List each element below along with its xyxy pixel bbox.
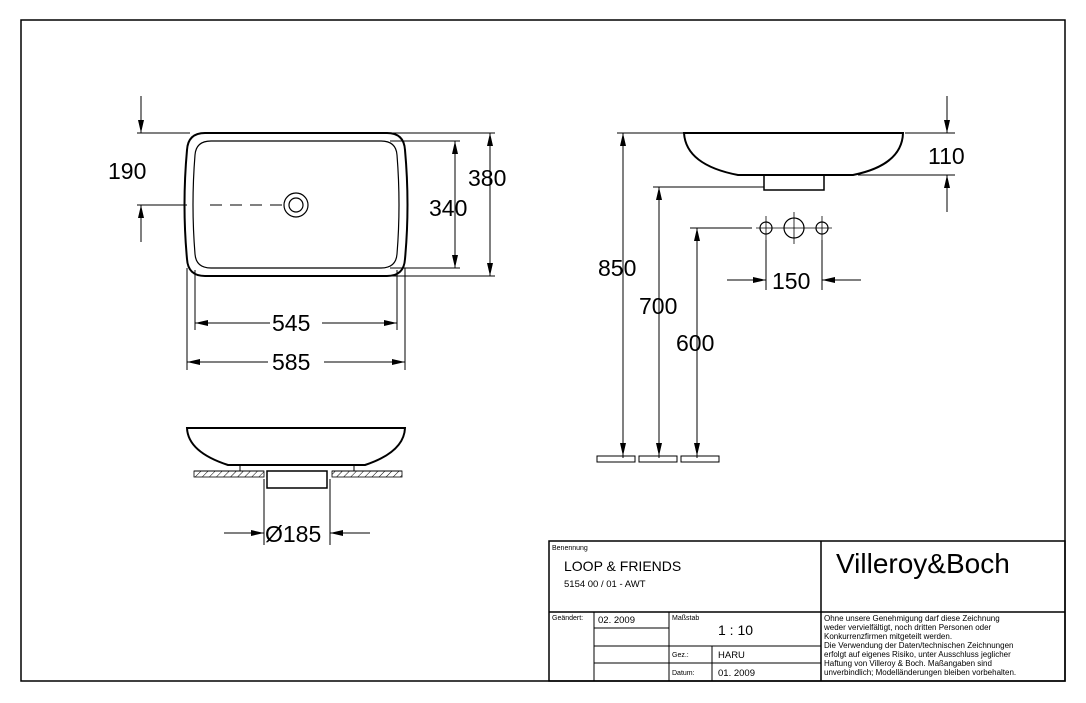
dim-380-arrow-bottom [487,263,493,276]
dim-600-arrow-top [694,228,700,241]
dim-545-arrow-right [384,320,397,326]
dim-600-label: 600 [676,330,714,356]
drain-inner-circle [288,197,304,213]
datum-value: 01. 2009 [718,668,755,679]
dim-185-label: Ø185 [265,521,321,547]
dim-545-label: 545 [272,310,310,336]
geaendert-value: 02. 2009 [598,615,635,626]
note-line: erfolgt auf eigenes Risiko, unter Aussch… [824,650,1011,659]
dim-150-arrow-left [753,277,766,283]
dim-585-arrow-left [187,359,200,365]
dim-585-label: 585 [272,349,310,375]
brand-logo-text: Villeroy&Boch [836,548,1010,579]
top-view [137,96,409,277]
benennung-label: Benennung [552,545,588,552]
dim-340-arrow-top [452,141,458,154]
note-line: Ohne unsere Genehmigung darf diese Zeich… [824,614,1000,623]
dim-110-label: 110 [928,143,965,169]
dim-700-label: 700 [639,293,677,319]
article-number: 5154 00 / 01 - AWT [564,579,646,590]
front-view [185,427,407,545]
basin-base [239,465,355,471]
dim-850-arrow-top [620,133,626,146]
dim-700-arrow-bottom [656,443,662,456]
dim-850-arrow-bottom [620,443,626,456]
drain-body [266,470,328,489]
note-line: Konkurrenzfirmen mitgeteilt werden. [824,632,952,641]
dim-110-arrow-bottom [944,175,950,188]
dim-850-label: 850 [598,255,636,281]
dim-190-arrow-top [138,120,144,133]
floor-block-2 [638,455,678,463]
dim-150-label: 150 [772,268,810,294]
datum-label: Datum: [672,670,695,677]
basin-outer-outline [183,132,409,277]
note-line: Die Verwendung der Daten/technischen Zei… [824,641,1013,650]
dim-185-arrow-left [251,530,264,536]
dim-190-arrow-bottom [138,205,144,218]
dim-380-340-lines [388,132,495,277]
massstab-value: 1 : 10 [718,622,753,638]
front-bowl-outline [185,427,407,466]
countertop-right [331,470,403,478]
dim-340-label: 340 [429,195,467,221]
drawing-frame [20,19,1066,682]
title-block [548,540,1066,682]
floor-block-3 [680,455,720,463]
dim-340-arrow-bottom [452,255,458,268]
note-line: Haftung von Villeroy & Boch. Maßangaben … [824,659,992,668]
dim-380-arrow-top [487,133,493,146]
dim-185-arrow-right [330,530,343,536]
dim-585-arrow-right [392,359,405,365]
side-view [596,96,955,463]
dim-190-label: 190 [108,158,146,184]
note-line: unverbindlich; Modelländerungen bleiben … [824,668,1016,677]
floor-block-1 [596,455,636,463]
dim-380-label: 380 [468,165,506,191]
drain-outer-circle [283,192,309,218]
dim-600-arrow-bottom [694,443,700,456]
dim-545-arrow-left [195,320,208,326]
legal-notes: Ohne unsere Genehmigung darf diese Zeich… [823,614,1016,677]
dim-700-arrow-top [656,187,662,200]
gez-label: Gez.: [672,652,689,659]
side-bowl-outline [682,132,905,176]
countertop-left [193,470,265,478]
dim-150-arrow-right [822,277,835,283]
gez-value: HARU [718,650,745,661]
side-drain-body [763,174,825,191]
dim-110-arrow-top [944,120,950,133]
note-line: weder vervielfältigt, noch dritten Perso… [823,623,992,632]
product-name: LOOP & FRIENDS [564,558,681,574]
basin-inner-outline [192,140,400,269]
massstab-label: Maßstab [672,615,699,622]
geaendert-label: Geändert: [552,615,583,622]
